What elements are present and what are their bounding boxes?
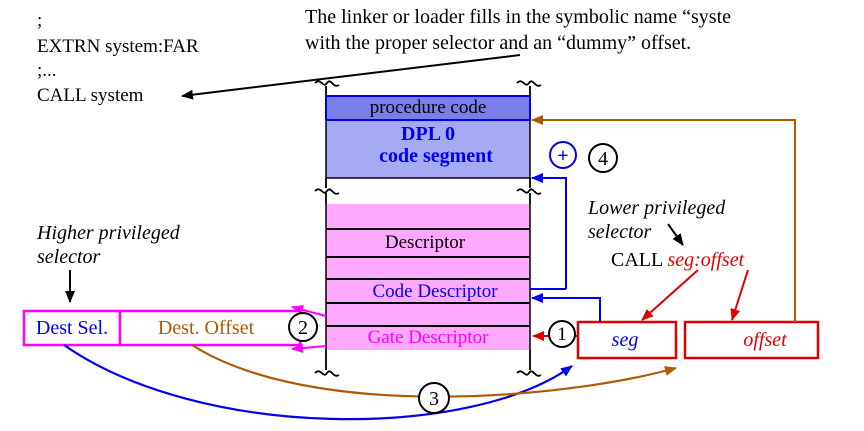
higher-privileged-line-2: selector xyxy=(37,246,101,268)
step-1-label: 1 xyxy=(557,324,567,345)
seg-box xyxy=(576,320,678,360)
descriptor-table: Descriptor Code Descriptor Gate Descript… xyxy=(325,204,531,350)
call-word: CALL xyxy=(611,249,667,271)
break-mark-bottom-right xyxy=(516,370,542,377)
code-descriptor-label: Code Descriptor xyxy=(372,281,498,302)
step-2-label: 2 xyxy=(298,317,308,339)
linker-note: The linker or loader fills in the symbol… xyxy=(305,6,731,54)
dest-sel-to-seg-curve xyxy=(63,344,573,421)
code-segment-label: code segment xyxy=(379,145,493,167)
operand-to-offset-arrow xyxy=(730,269,749,321)
break-mark-top-left xyxy=(314,80,340,87)
offset-label: offset xyxy=(743,329,787,351)
lower-privileged-line-2: selector xyxy=(588,221,652,243)
descriptor-label: Descriptor xyxy=(385,232,466,253)
break-mark-mid-right xyxy=(516,188,542,195)
dpl-label: DPL 0 xyxy=(401,123,455,145)
procedure-code-block xyxy=(325,95,531,121)
dest-offset-box xyxy=(118,309,302,347)
plus-sign: + xyxy=(557,145,568,167)
step-4-label: 4 xyxy=(598,148,608,170)
gate-to-dest-upper-arrow xyxy=(291,304,327,317)
gate-descriptor-label: Gate Descriptor xyxy=(368,327,489,348)
code-line-1: ; xyxy=(37,10,42,31)
step-4-marker xyxy=(588,143,618,173)
offset-box xyxy=(683,320,820,360)
step-3-label: 3 xyxy=(429,388,439,410)
call-operand: seg:offset xyxy=(667,249,744,271)
linker-note-line-2: with the proper selector and an “dummy” … xyxy=(305,32,691,54)
lower-privileged-pointer xyxy=(667,223,684,246)
seg-label: seg xyxy=(612,329,639,351)
break-marks xyxy=(314,80,542,377)
step-3-marker xyxy=(418,382,450,414)
dest-sel-box xyxy=(22,309,122,347)
dest-sel-label: Dest Sel. xyxy=(36,317,108,339)
code-segment: procedure code DPL 0 code segment xyxy=(325,95,531,179)
break-mark-mid-left xyxy=(314,188,340,195)
step-2-marker xyxy=(288,312,318,342)
seg-to-code-descriptor-arrow xyxy=(531,293,601,322)
code-line-2: EXTRN system:FAR xyxy=(37,36,199,57)
step-1-marker xyxy=(548,320,576,348)
break-mark-top-right xyxy=(516,80,542,87)
code-line-4: CALL system xyxy=(37,85,144,106)
assembly-code: ; EXTRN system:FAR ;... CALL system xyxy=(37,10,199,106)
plus-to-segment-arrow xyxy=(531,173,567,289)
break-mark-bottom-left xyxy=(314,370,340,377)
linker-arrow xyxy=(181,54,521,100)
procedure-code-label: procedure code xyxy=(370,97,487,118)
lower-privileged-line-1: Lower privileged xyxy=(587,197,726,219)
higher-privileged-line-1: Higher privileged xyxy=(36,222,181,244)
plus-circle xyxy=(549,141,577,169)
call-instruction: CALL seg:offset xyxy=(611,249,745,271)
dest-offset-label: Dest. Offset xyxy=(158,317,255,339)
linker-note-line-1: The linker or loader fills in the symbol… xyxy=(305,6,731,28)
gate-to-dest-lower-arrow xyxy=(291,343,327,354)
operand-to-seg-arrow xyxy=(641,269,699,321)
code-line-3: ;... xyxy=(37,60,57,81)
offset-to-procedure-arrow xyxy=(531,115,796,322)
